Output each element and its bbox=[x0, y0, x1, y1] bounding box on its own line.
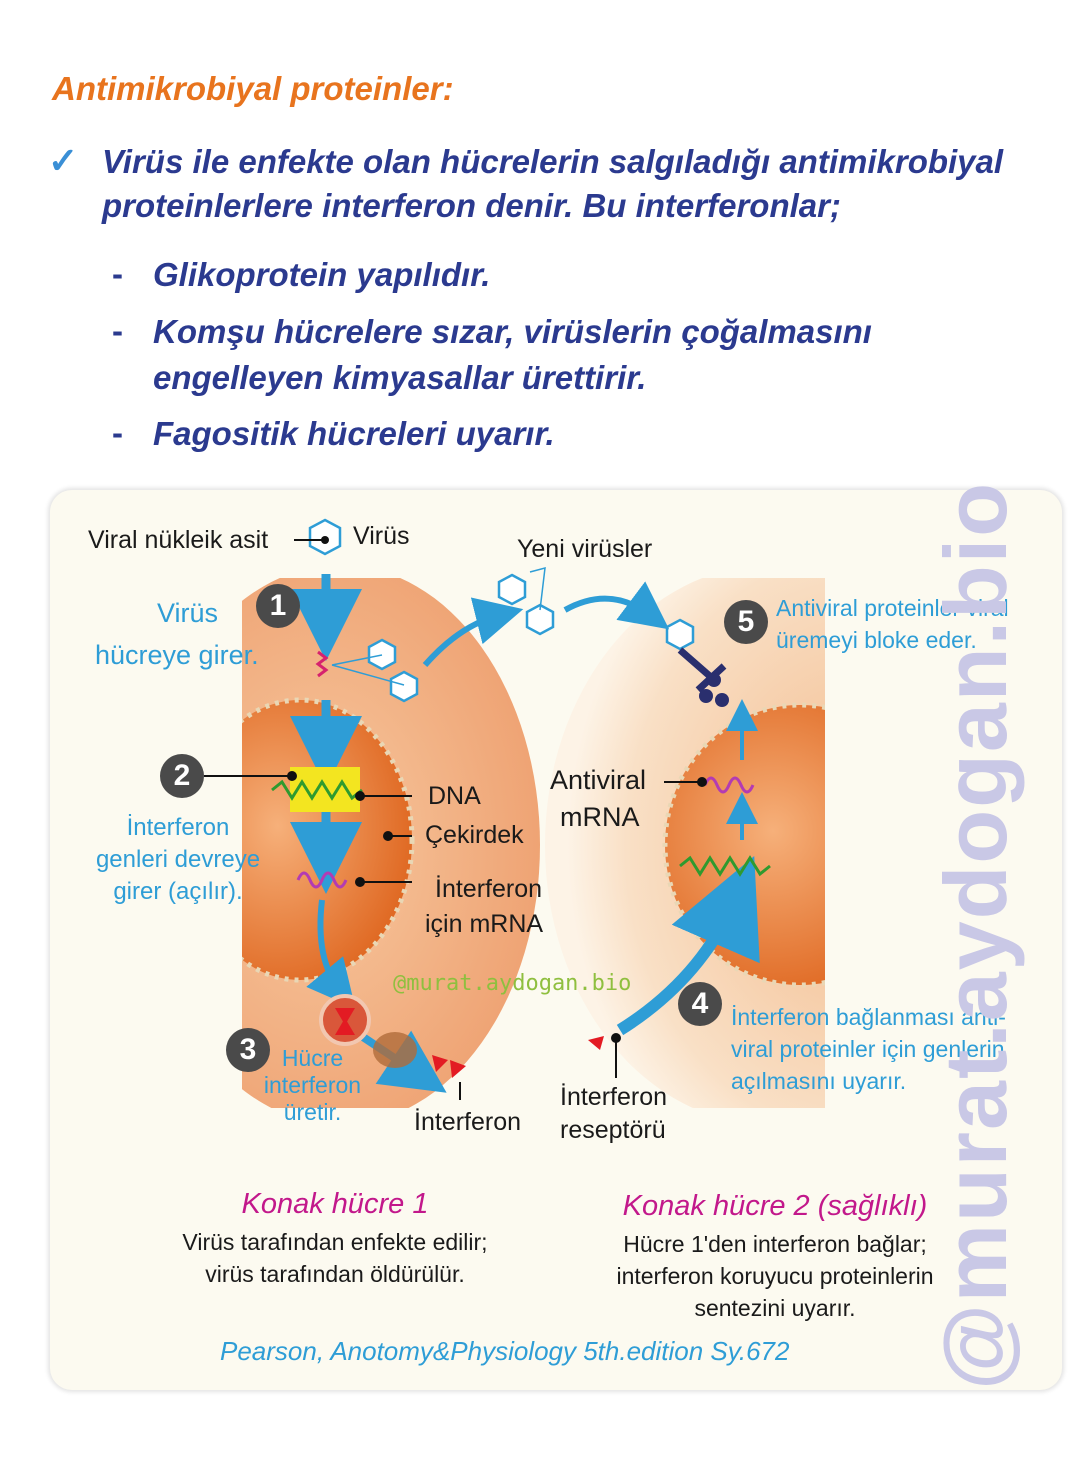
step-4-text: İnterferon bağlanması anti- viral protei… bbox=[731, 1001, 1006, 1097]
step-5-text: Antiviral proteinler viral üremeyi bloke… bbox=[776, 592, 1009, 656]
step-number-1: 1 bbox=[256, 584, 300, 628]
host-cell-2-description: Hücre 1'den interferon bağlar; interfero… bbox=[575, 1228, 975, 1324]
label-pointers bbox=[204, 771, 707, 1078]
bullet-line: engelleyen kimyasallar ürettirir. bbox=[153, 359, 647, 396]
step-line: Hücre bbox=[281, 1045, 344, 1071]
viral-rna bbox=[315, 650, 329, 678]
host-cell-1-title: Konak hücre 1 bbox=[241, 1188, 429, 1220]
watermark-small: @murat.aydogan.bio bbox=[393, 971, 632, 996]
bullet-line: Komşu hücrelere sızar, virüslerin çoğalm… bbox=[153, 313, 872, 350]
label-nucleus: Çekirdek bbox=[425, 821, 524, 849]
antiviral-protein bbox=[677, 647, 729, 707]
step-number-2: 2 bbox=[160, 754, 204, 798]
label-dna: DNA bbox=[428, 782, 481, 810]
step-1-text: hücreye girer. bbox=[95, 640, 259, 670]
step-line: İnterferon bbox=[126, 814, 230, 841]
bullet-line: Fagositik hücreleri uyarır. bbox=[153, 415, 555, 452]
label-antiviral-mrna: mRNA bbox=[560, 802, 640, 832]
check-icon: ✓ bbox=[48, 140, 79, 181]
step-2-text: İnterferon genleri devreye girer (açılır… bbox=[88, 812, 268, 908]
step-1-text: Virüs bbox=[157, 598, 219, 628]
label-interferon-receptor: reseptörü bbox=[560, 1116, 666, 1144]
label-new-viruses: Yeni virüsler bbox=[517, 535, 653, 563]
step-number-4: 4 bbox=[678, 982, 722, 1026]
host-desc-line: Hücre 1'den interferon bağlar; bbox=[623, 1231, 927, 1257]
step-3-text: Hücre interferon üretir. bbox=[250, 1045, 375, 1126]
mrna-strand bbox=[296, 871, 348, 889]
step-line: girer (açılır). bbox=[113, 878, 243, 905]
step-line: genleri devreye bbox=[95, 846, 261, 873]
page-title: Antimikrobiyal proteinler: bbox=[52, 70, 454, 107]
label-virus: Virüs bbox=[353, 522, 410, 550]
host-desc-line: Virüs tarafından enfekte edilir; bbox=[182, 1229, 488, 1255]
bullet-dash: - bbox=[112, 255, 123, 292]
bullet-item: Glikoprotein yapılıdır. bbox=[153, 252, 490, 298]
dna-strand bbox=[271, 779, 363, 801]
step-line: İnterferon bağlanması anti- bbox=[731, 1004, 1006, 1030]
label-interferon: İnterferon bbox=[414, 1108, 522, 1136]
bullet-dash: - bbox=[112, 312, 123, 349]
interferon-molecule bbox=[432, 1036, 604, 1078]
host-desc-line: virüs tarafından öldürülür. bbox=[205, 1261, 465, 1287]
intro-line-2: proteinlerlere interferon denir. Bu inte… bbox=[102, 187, 841, 224]
step-line: interferon bbox=[263, 1072, 362, 1098]
label-viral-nucleic-acid: Viral nükleik asit bbox=[88, 526, 269, 554]
host-cell-2-title: Konak hücre 2 (sağlıklı) bbox=[622, 1190, 928, 1222]
mrna-strand bbox=[703, 776, 755, 794]
dna-strand bbox=[679, 855, 771, 877]
step-number-3: 3 bbox=[226, 1028, 270, 1072]
bullet-dash: - bbox=[112, 414, 123, 451]
diagram-panel bbox=[50, 490, 1062, 1390]
virus-icon bbox=[308, 518, 695, 703]
step-line: açılmasını uyarır. bbox=[731, 1068, 907, 1094]
reference-citation: Pearson, Anotomy&Physiology 5th.edition … bbox=[220, 1336, 790, 1366]
host-cell-1-description: Virüs tarafından enfekte edilir; virüs t… bbox=[135, 1226, 535, 1290]
label-antiviral-mrna: Antiviral bbox=[550, 765, 647, 795]
step-line: üremeyi bloke eder. bbox=[776, 627, 977, 653]
intro-paragraph: Virüs ile enfekte olan hücrelerin salgıl… bbox=[102, 140, 1077, 228]
label-interferon-mrna: için mRNA bbox=[425, 910, 544, 938]
step-line: Antiviral proteinler viral bbox=[776, 595, 1009, 621]
bullet-line: Glikoprotein yapılıdır. bbox=[153, 256, 491, 293]
label-interferon-mrna: İnterferon bbox=[435, 875, 543, 903]
bullet-item: Fagositik hücreleri uyarır. bbox=[153, 411, 555, 457]
watermark-big: @murat.aydogan.bio bbox=[926, 481, 1025, 1390]
host-desc-line: interferon koruyucu proteinlerin bbox=[616, 1263, 934, 1289]
bullet-item: Komşu hücrelere sızar, virüslerin çoğalm… bbox=[153, 309, 872, 401]
host-desc-line: sentezini uyarır. bbox=[694, 1295, 856, 1321]
step-line: üretir. bbox=[283, 1099, 342, 1125]
step-number-5: 5 bbox=[724, 600, 768, 644]
step-line: viral proteinler için genlerin bbox=[731, 1036, 1005, 1062]
label-interferon-receptor: İnterferon bbox=[560, 1083, 668, 1111]
intro-line-1: Virüs ile enfekte olan hücrelerin salgıl… bbox=[102, 143, 1004, 180]
